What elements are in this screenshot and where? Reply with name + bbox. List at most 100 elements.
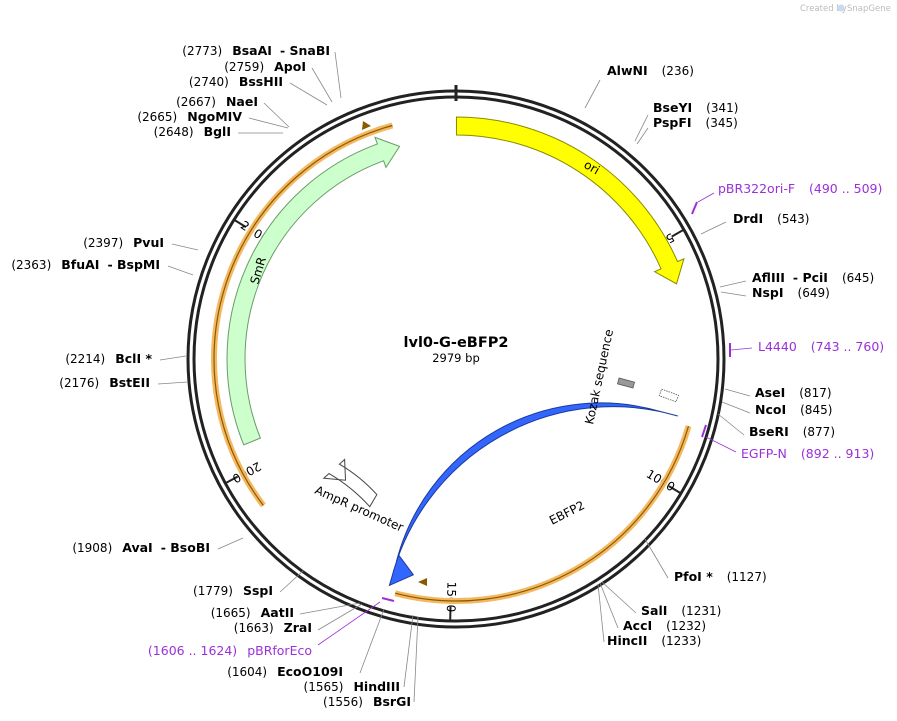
- site-leader-zrai: [317, 603, 363, 631]
- site-name: PvuI: [133, 235, 164, 250]
- site-position: (1565): [304, 680, 344, 694]
- site-name: ZraI: [284, 620, 312, 635]
- site-label-avai[interactable]: (1908)AvaI- BsoBI: [72, 540, 210, 555]
- site-name: NcoI: [755, 402, 786, 417]
- site-label-bseyi[interactable]: BseYI (341): [653, 100, 738, 115]
- ori-label: ori: [582, 157, 603, 177]
- site-leader-acci: [599, 582, 619, 629]
- primer-label-l4440[interactable]: L4440(743 .. 760): [758, 339, 884, 354]
- site-label-sspi[interactable]: (1779)SspI: [193, 583, 273, 598]
- site-label-bsrgi[interactable]: (1556)BsrGI: [323, 694, 411, 709]
- primer-mark-egfp-n: [701, 424, 707, 438]
- site-leader-bsteii: [157, 381, 189, 385]
- site-label-ngomiv[interactable]: (2665) NgoMIV: [137, 109, 242, 124]
- site-leader-avai: [217, 537, 244, 550]
- site-leader-pfoi: [644, 538, 669, 579]
- site-leader-ncoi: [721, 401, 751, 414]
- primer-label-pbr322ori-f[interactable]: pBR322ori-F(490 .. 509): [718, 181, 882, 196]
- ebfp2-feature[interactable]: [388, 402, 678, 587]
- site-name: BstEII: [109, 375, 150, 390]
- credit-brand: SnapGene: [847, 4, 891, 14]
- site-leader-bcli: [159, 355, 187, 361]
- site-name: BclI *: [115, 351, 152, 366]
- site-label-hincii[interactable]: HincII(1233): [607, 633, 701, 648]
- site-label-acci[interactable]: AccI(1232): [623, 618, 706, 633]
- site-leader-aatii: [299, 602, 361, 615]
- site-position: (1231): [681, 604, 721, 618]
- site-label-bsshii[interactable]: (2740)BssHII: [189, 74, 283, 89]
- site-label-bgli[interactable]: (2648)BglI: [154, 124, 231, 139]
- site-name: NgoMIV: [187, 109, 242, 124]
- tick-2000: [224, 475, 239, 485]
- site-leader-asei: [724, 388, 751, 397]
- site-position: (1663): [234, 621, 274, 635]
- site-name: BsrGI: [373, 694, 411, 709]
- smr-feature[interactable]: [226, 136, 401, 446]
- site-position: (2740): [189, 75, 229, 89]
- site-position: (2759): [224, 60, 264, 74]
- site-name: AvaI: [122, 540, 152, 555]
- site-name: HincII: [607, 633, 647, 648]
- site-position: (877): [803, 425, 835, 439]
- site-position: (2665): [137, 110, 177, 124]
- plasmid-name: lvl0-G-eBFP2: [404, 335, 509, 351]
- site-leader-hindiii: [403, 614, 414, 688]
- site-label-asei[interactable]: AseI(817): [755, 385, 832, 400]
- site-label-pspfi[interactable]: PspFI(345): [653, 115, 738, 130]
- site-position: (2397): [83, 236, 123, 250]
- site-label-drdi[interactable]: DrdI(543): [733, 211, 809, 226]
- tick-label-1500: 1500: [444, 581, 459, 612]
- site-name: BsaAI: [232, 43, 272, 58]
- site-name: NaeI: [226, 94, 258, 109]
- site-leader-nspi: [720, 291, 747, 297]
- kozak-feature[interactable]: [617, 377, 635, 389]
- site-label-alwni[interactable]: AlwNI(236): [607, 63, 694, 78]
- site-label-bsaai[interactable]: (2773)BsaAI- SnaBI: [182, 43, 330, 58]
- site-label-bsteii[interactable]: (2176)BstEII: [59, 375, 150, 390]
- primer-label-egfp-n[interactable]: EGFP-N(892 .. 913): [741, 446, 874, 461]
- primer-label-pbrforeco[interactable]: (1606 .. 1624)pBRforEco: [148, 643, 312, 658]
- site-leader-naei: [263, 102, 290, 128]
- site-label-ncoi[interactable]: NcoI(845): [755, 402, 832, 417]
- site-position: (341): [706, 101, 738, 115]
- site-leader-ngomiv: [248, 117, 289, 129]
- smr-highlight-line: [213, 124, 393, 506]
- site-label-zrai[interactable]: (1663) ZraI: [234, 620, 312, 635]
- site-leader-hincii: [597, 583, 605, 643]
- site-position: (817): [799, 386, 831, 400]
- site-label-bseri[interactable]: BseRI(877): [749, 424, 835, 439]
- restriction-sites: AlwNI(236) BseYI (341)PspFI(345) DrdI(543) A…: [11, 43, 874, 709]
- site-name: BseYI: [653, 100, 692, 115]
- snapgene-logo-icon: [837, 4, 845, 12]
- kozak-label: Kozak sequence: [582, 328, 616, 426]
- site-name: EcoO109I: [277, 664, 343, 679]
- site-position: (1779): [193, 584, 233, 598]
- ori-feature[interactable]: [455, 116, 685, 285]
- site-label-nspi[interactable]: NspI(649): [752, 285, 830, 300]
- site-label-apoi[interactable]: (2759)ApoI: [224, 59, 306, 74]
- site-label-naei[interactable]: (2667)NaeI: [176, 94, 258, 109]
- site-name: PspFI: [653, 115, 692, 130]
- tick-1000: [668, 485, 682, 495]
- site-label-pfoi[interactable]: PfoI *(1127): [674, 569, 767, 584]
- primer-leader-pbr322ori-f: [697, 192, 715, 203]
- site-name: DrdI: [733, 211, 763, 226]
- site-leader-bseri: [717, 413, 745, 436]
- site-label-bcli[interactable]: (2214) BclI *: [65, 351, 152, 366]
- site-position: (2363): [11, 258, 51, 272]
- site-name: AccI: [623, 618, 652, 633]
- site-leader-bseyi: [634, 114, 649, 142]
- site-label-bfuai[interactable]: (2363)BfuAI- BspMI: [11, 257, 160, 272]
- ampr-promoter-feature[interactable]: [322, 458, 378, 508]
- site-label-afliii[interactable]: AflIII- PciI(645): [752, 270, 874, 285]
- site-label-sali[interactable]: SalI(1231): [641, 603, 721, 618]
- site-label-aatii[interactable]: (1665)AatII: [211, 605, 294, 620]
- site-label-hindiii[interactable]: (1565)HindIII: [304, 679, 400, 694]
- primer-leader-l4440: [730, 347, 753, 351]
- site-name: NspI: [752, 285, 784, 300]
- site-position: (2214): [65, 352, 105, 366]
- site-leader-ecoo109i: [359, 608, 385, 674]
- site-label-pvui[interactable]: (2397) PvuI: [83, 235, 164, 250]
- site-label-ecoo109i[interactable]: (1604)EcoO109I: [227, 664, 343, 679]
- site-leader-drdi: [700, 221, 727, 235]
